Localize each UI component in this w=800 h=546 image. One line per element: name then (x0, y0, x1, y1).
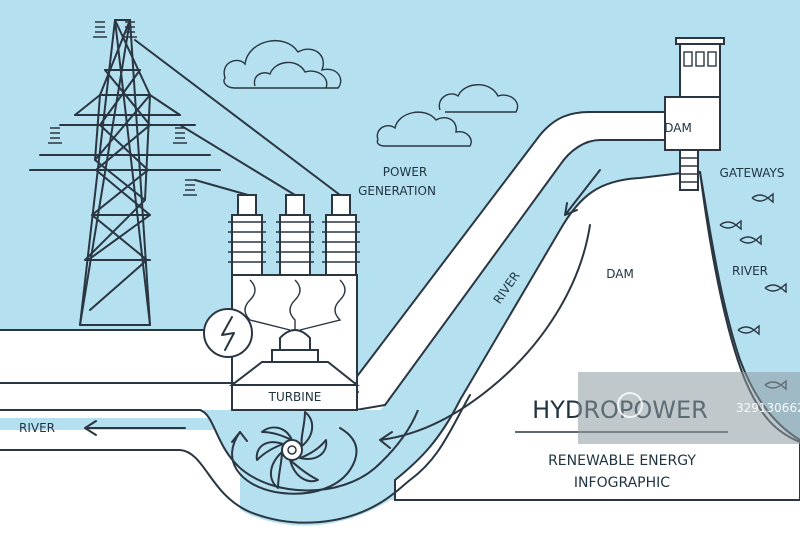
river-right-label: RIVER (732, 264, 768, 278)
watermark-band (578, 372, 800, 444)
gateway-stripes (680, 157, 698, 183)
power-line (179, 124, 296, 196)
flow-arrow-top (564, 169, 601, 216)
cloud-icon (223, 39, 342, 89)
transmission-tower (29, 19, 221, 326)
dam-top-label: DAM (664, 121, 692, 135)
dam-body-label: DAM (606, 267, 634, 281)
turbine-box (231, 384, 358, 411)
lower-ground (0, 450, 800, 546)
generator-dome (279, 329, 311, 351)
dam-building-cap (675, 37, 725, 45)
generator-insulators (228, 194, 360, 276)
penstock-outline-top (351, 111, 666, 384)
fish-icon (737, 324, 760, 336)
subtitle-line-2: INFOGRAPHIC (574, 475, 670, 491)
cloud-icon (438, 84, 519, 113)
penstock-band (352, 112, 680, 418)
generator-coils (244, 279, 346, 331)
basin-bottom-outline (0, 394, 471, 524)
power-generation-label-1: POWER (383, 165, 427, 179)
dam-window-1 (683, 51, 693, 67)
river-left-label: RIVER (19, 421, 55, 435)
dam-window-2 (695, 51, 705, 67)
fish-icon (764, 282, 787, 294)
fish-icon (751, 192, 774, 204)
insulator-stack (276, 194, 314, 276)
insulator-stack (228, 194, 266, 276)
flow-arrow-left (84, 420, 186, 436)
dam-window-3 (707, 51, 717, 67)
fish-icon (739, 234, 762, 246)
turbine-rotation-arrow (231, 427, 358, 495)
cloud-icon (253, 61, 328, 89)
power-line (134, 39, 341, 196)
dam-mountain (394, 171, 800, 501)
water-basin (199, 409, 419, 492)
cloud-icon (376, 111, 472, 147)
tower-insulators (48, 21, 197, 196)
power-generation-label-2: GENERATION (358, 184, 436, 198)
dam-building (679, 41, 721, 98)
turbine-label: TURBINE (268, 390, 322, 404)
turbine-wheel (255, 411, 328, 489)
flow-arrow-slope (379, 224, 591, 449)
gateway-column (679, 149, 699, 191)
subtitle-line-1: RENEWABLE ENERGY (548, 453, 696, 469)
channel-right-bottom (355, 404, 386, 411)
insulator-stack (322, 194, 360, 276)
fish-icon (719, 219, 742, 231)
turbine-arrow-head (231, 431, 248, 443)
penstock-outline-bottom (384, 139, 666, 406)
watermark-id: 329130662 (736, 401, 800, 415)
lightning-icon (221, 316, 235, 351)
gateways-label: GATEWAYS (720, 166, 785, 180)
generator-base (271, 349, 319, 363)
watermark-logo-icon (617, 392, 643, 418)
power-line (194, 179, 249, 196)
